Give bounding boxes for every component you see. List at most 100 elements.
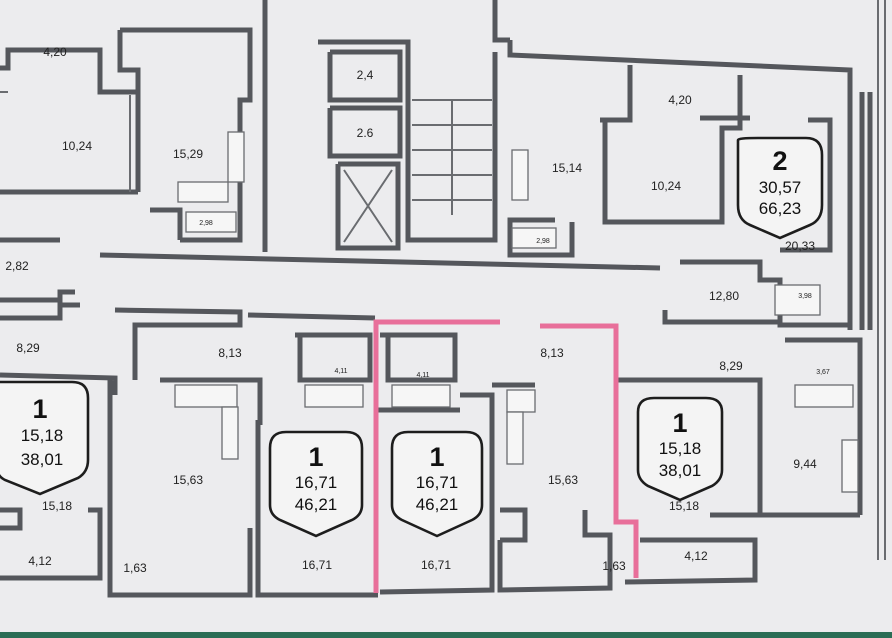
room-area-label: 10,24 — [62, 139, 92, 153]
badge-total-area: 46,21 — [416, 495, 459, 514]
wall-segment — [327, 49, 403, 103]
apartment-badge: 1 15,18 38,01 — [636, 396, 724, 502]
badge-living-area: 16,71 — [295, 473, 338, 492]
room-area-label: 8,29 — [16, 341, 40, 355]
kitchen-counter — [506, 389, 536, 413]
wall-segment — [335, 161, 401, 251]
room-area-label: 2,82 — [5, 259, 29, 273]
stove — [227, 131, 245, 183]
wall-segment — [0, 289, 75, 303]
wall-segment — [99, 252, 661, 271]
apartment-badge: 1 15,18 38,01 — [0, 380, 90, 496]
badge-living-area: 30,57 — [759, 178, 802, 197]
highlighted-unit-boundary-right — [540, 323, 639, 578]
room-area-label: 3,67 — [816, 369, 830, 376]
room-labels: 4,20 10,24 15,29 2,98 2,82 2,4 2.6 4,20 … — [5, 45, 830, 575]
wall-segment — [780, 117, 833, 253]
room-area-label: 4,11 — [416, 372, 429, 379]
stairwell — [412, 99, 492, 215]
badge-shield — [390, 430, 484, 538]
elevator — [343, 169, 393, 243]
room-area-label: 10,24 — [651, 179, 681, 193]
badge-living-area: 16,71 — [416, 473, 459, 492]
wall-segment — [0, 507, 103, 581]
stove — [506, 411, 524, 465]
wall-segment — [318, 39, 498, 243]
room-area-label: 2,4 — [357, 68, 374, 82]
bathtub — [391, 384, 451, 408]
wall-segment — [0, 372, 118, 395]
badge-total-area: 38,01 — [21, 450, 64, 469]
room-area-label: 8,29 — [719, 359, 743, 373]
wall-segment — [255, 420, 378, 598]
fixtures — [174, 131, 859, 493]
wall-segment — [150, 207, 183, 240]
wall-segment — [600, 65, 633, 123]
room-area-label: 2,98 — [536, 238, 550, 245]
wall-segment — [327, 105, 403, 159]
stove — [841, 439, 859, 493]
wall-segment — [0, 507, 23, 531]
wall-segment — [624, 537, 758, 585]
wall-segment — [507, 40, 853, 330]
wall-segment — [662, 310, 780, 325]
stove — [221, 406, 239, 460]
room-area-label: 4,20 — [668, 93, 692, 107]
walls — [0, 0, 886, 598]
wc-fixture — [774, 284, 821, 316]
kitchen-counter — [177, 181, 229, 203]
wall-segment — [117, 30, 141, 92]
room-area-label: 15,14 — [552, 161, 582, 175]
wall-segment — [247, 312, 376, 321]
room-area-label: 15,29 — [173, 147, 203, 161]
room-area-label: 16,71 — [302, 558, 332, 572]
bathtub — [304, 384, 364, 408]
room-area-label: 1,63 — [123, 561, 147, 575]
badge-room-count: 2 — [772, 146, 787, 176]
bottom-edge-strip — [0, 632, 892, 638]
room-area-label: 9,44 — [793, 457, 817, 471]
kitchen-counter — [174, 384, 238, 408]
bathtub — [511, 227, 557, 249]
room-area-label: 8,13 — [540, 346, 564, 360]
stove — [511, 149, 529, 201]
room-area-label: 15,18 — [669, 499, 699, 513]
room-area-label: 20,33 — [785, 239, 815, 253]
highlighted-unit-boundary-left — [373, 319, 500, 593]
room-area-label: 4,12 — [684, 549, 708, 563]
badge-shield — [0, 380, 90, 496]
wall-segment — [0, 302, 80, 321]
room-area-label: 15,18 — [42, 499, 72, 513]
apartment-badge: 1 16,71 46,21 — [390, 430, 484, 538]
wall-segment — [497, 510, 613, 593]
room-area-label: 4,12 — [28, 554, 52, 568]
wall-segment — [0, 47, 141, 192]
badge-room-count: 1 — [429, 442, 444, 472]
wall-segment — [785, 337, 863, 515]
room-area-label: 4,11 — [334, 368, 347, 375]
badge-total-area: 38,01 — [659, 461, 702, 480]
badge-total-area: 66,23 — [759, 199, 802, 218]
wall-segment — [160, 377, 263, 425]
room-area-label: 12,80 — [709, 289, 739, 303]
room-area-label: 8,13 — [218, 346, 242, 360]
wall-segment — [680, 259, 850, 328]
apartment-badge: 1 16,71 46,21 — [268, 430, 364, 538]
badge-shield — [736, 136, 824, 240]
room-area-label: 16,71 — [421, 558, 451, 572]
wall-segment — [107, 380, 253, 598]
badge-living-area: 15,18 — [21, 426, 64, 445]
wall-segment — [379, 392, 495, 595]
room-area-label: 4,20 — [43, 45, 67, 59]
badge-room-count: 1 — [308, 442, 323, 472]
badge-shield — [636, 396, 724, 502]
room-area-label: 15,63 — [548, 473, 578, 487]
elevator-cross — [343, 169, 393, 243]
wall-segment — [492, 0, 510, 43]
wall-segment — [120, 27, 253, 243]
wall-segment — [615, 377, 763, 515]
badge-total-area: 46,21 — [295, 495, 338, 514]
wall-segment — [380, 332, 458, 383]
